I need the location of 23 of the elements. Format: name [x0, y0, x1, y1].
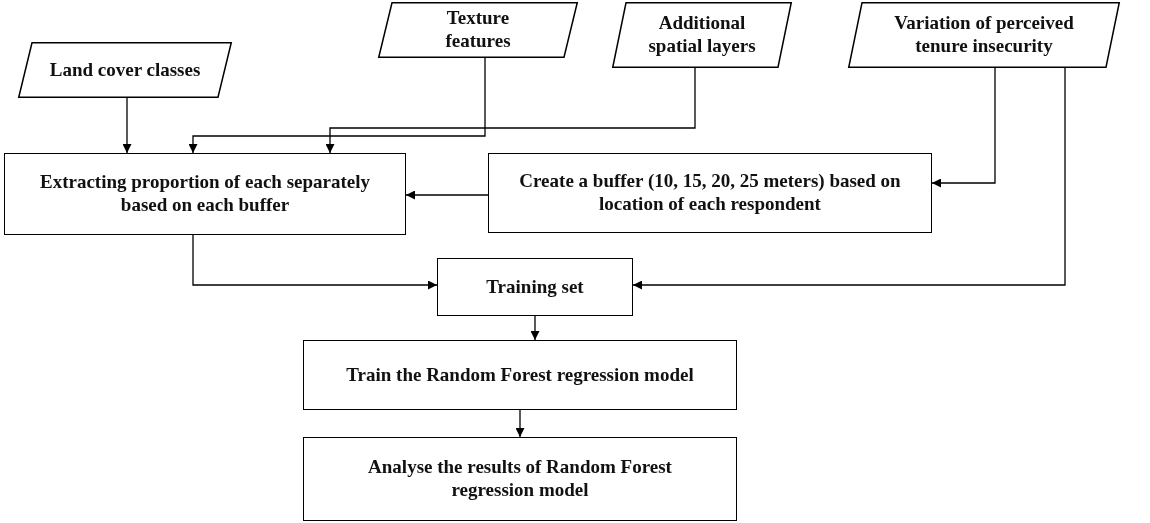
arrow: [405, 190, 489, 200]
node-label: Analyse the results of Random Forest regression model: [367, 456, 673, 502]
node-label: Variation of perceived tenure insecurity: [893, 12, 1075, 58]
arrow: [931, 67, 996, 188]
arrow: [515, 409, 525, 438]
arrow: [188, 57, 486, 154]
node-label: Training set: [486, 275, 584, 299]
arrow: [632, 67, 1066, 290]
process-box: [303, 437, 737, 521]
node-label: Land cover classes: [49, 58, 201, 82]
process-box: [4, 153, 406, 235]
node-label: Create a buffer (10, 15, 20, 25 meters) based on location of each respondent: [518, 170, 902, 216]
node-label: Extracting proportion of each separately based on each buffer: [39, 171, 371, 217]
process-box: [488, 153, 932, 233]
arrow: [530, 315, 540, 341]
arrow: [122, 97, 132, 154]
node-label: Train the Random Forest regression model: [346, 363, 694, 387]
process-box: [303, 340, 737, 410]
process-box: [437, 258, 633, 316]
arrow: [325, 67, 696, 154]
node-label: Additional spatial layers: [647, 12, 757, 58]
arrow: [192, 234, 438, 290]
node-label: Texture features: [444, 7, 512, 53]
